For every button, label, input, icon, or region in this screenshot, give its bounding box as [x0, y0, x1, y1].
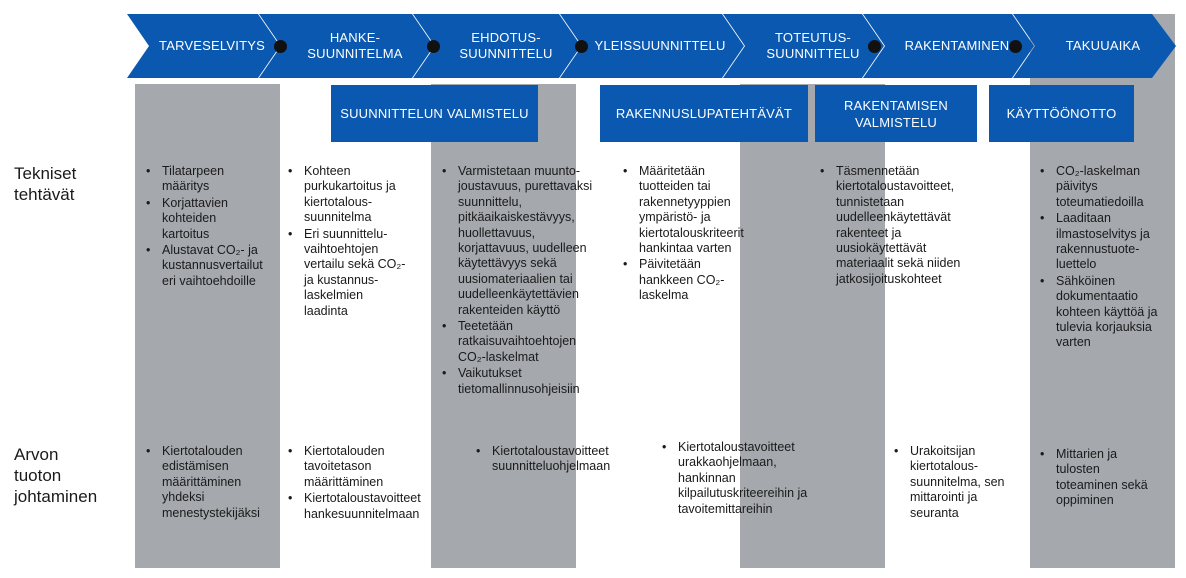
task-item: Alustavat CO₂- ja kustannusvertailut eri… — [146, 243, 278, 289]
task-list: Urakoitsijan kiertotalous- suunnitelma, … — [892, 444, 1022, 521]
value-cell-takuuaika: Mittarien ja tulosten toteaminen sekä op… — [1038, 447, 1174, 510]
task-list: Varmistetaan muunto- joustavuus, puretta… — [440, 164, 600, 397]
technical-cell-tarveselvitys: Tilatarpeen määritys Korjattavien kohtei… — [144, 164, 278, 290]
chevron-hankesuunnitelma — [259, 14, 434, 78]
value-cell-yleissuunnittelu: Kiertotaloustavoitteet urakkaohjelmaan, … — [660, 440, 830, 518]
task-list: Määritetään tuotteiden tai rakennetyyppi… — [621, 164, 771, 304]
task-item: Kiertotaloustavoitteet suunnitteluohjelm… — [476, 444, 634, 475]
task-item: Kiertotalouden edistämisen määrittäminen… — [146, 444, 278, 521]
task-item: Kiertotaloustavoitteet urakkaohjelmaan, … — [662, 440, 830, 517]
task-item: Mittarien ja tulosten toteaminen sekä op… — [1040, 447, 1174, 509]
task-item: Tilatarpeen määritys — [146, 164, 278, 195]
subphase-rakennuslupatehtavat: RAKENNUSLUPATEHTÄVÄT — [600, 85, 808, 142]
phase-label-hankesuunnitelma: HANKE- SUUNNITELMA — [307, 30, 403, 61]
technical-cell-hankesuunnitelma: Kohteen purkukartoitus ja kiertotalous- … — [286, 164, 428, 320]
phase-label-ehdotussuunnittelu: EHDOTUS- SUUNNITTELU — [459, 30, 553, 61]
task-list: Tilatarpeen määritys Korjattavien kohtei… — [144, 164, 278, 289]
chevron-takuuaika — [1013, 14, 1176, 78]
task-item: Urakoitsijan kiertotalous- suunnitelma, … — [894, 444, 1022, 521]
subphase-kayttoonotto: KÄYTTÖÖNOTTO — [989, 85, 1134, 142]
row-label-value: Arvon tuoton johtaminen — [14, 445, 98, 506]
task-item: Laaditaan ilmastoselvitys ja rakennustuo… — [1040, 211, 1178, 273]
task-item: Täsmennetään kiertotaloustavoitteet, tun… — [820, 164, 988, 287]
task-item: Kiertotalouden tavoitetason määrittämine… — [288, 444, 436, 490]
phase-boundary-dot — [868, 40, 881, 53]
chevron-toteutussuunnittelu — [723, 14, 884, 78]
value-cell-tarveselvitys: Kiertotalouden edistämisen määrittäminen… — [144, 444, 278, 522]
phase-boundary-dot — [575, 40, 588, 53]
phase-label-rakentaminen: RAKENTAMINEN — [904, 38, 1010, 53]
phase-label-takuuaika: TAKUUAIKA — [1065, 38, 1141, 53]
task-item: Korjattavien kohteiden kartoitus — [146, 196, 278, 242]
row-label-technical: Tekniset tehtävät — [14, 164, 77, 204]
technical-cell-toteutussuunnittelu: Täsmennetään kiertotaloustavoitteet, tun… — [818, 164, 988, 288]
phase-boundary-dot — [427, 40, 440, 53]
task-item: Eri suunnittelu- vaihtoehtojen vertailu … — [288, 227, 428, 319]
task-list: CO₂-laskelman päivitys toteumatiedoilla … — [1038, 164, 1178, 351]
subphase-rakentamisen-valmistelu: RAKENTAMISEN VALMISTELU — [815, 85, 977, 142]
task-item: Varmistetaan muunto- joustavuus, puretta… — [442, 164, 600, 318]
task-item: Teetetään ratkaisuvaihtoehtojen CO₂-lask… — [442, 319, 600, 365]
task-item: CO₂-laskelman päivitys toteumatiedoilla — [1040, 164, 1178, 210]
chevron-yleissuunnittelu — [560, 14, 744, 78]
task-item: Sähköinen dokumentaatio kohteen käyttöä … — [1040, 274, 1178, 351]
phase-label-toteutussuunnittelu: TOTEUTUS- SUUNNITTELU — [766, 30, 860, 61]
value-cell-hankesuunnitelma: Kiertotalouden tavoitetason määrittämine… — [286, 444, 436, 523]
technical-cell-yleissuunnittelu: Määritetään tuotteiden tai rakennetyyppi… — [621, 164, 771, 305]
task-list: Mittarien ja tulosten toteaminen sekä op… — [1038, 447, 1174, 509]
task-list: Kohteen purkukartoitus ja kiertotalous- … — [286, 164, 428, 319]
task-item: Kiertotaloustavoitteet hankesuunnitelmaa… — [288, 491, 436, 522]
value-cell-rakentaminen: Urakoitsijan kiertotalous- suunnitelma, … — [892, 444, 1022, 522]
task-list: Kiertotaloustavoitteet urakkaohjelmaan, … — [660, 440, 830, 517]
phase-chevron-bar — [127, 14, 1176, 78]
task-list: Täsmennetään kiertotaloustavoitteet, tun… — [818, 164, 988, 287]
task-item: Määritetään tuotteiden tai rakennetyyppi… — [623, 164, 771, 256]
task-list: Kiertotaloustavoitteet suunnitteluohjelm… — [474, 444, 634, 475]
technical-cell-takuuaika: CO₂-laskelman päivitys toteumatiedoilla … — [1038, 164, 1178, 352]
subphase-suunnittelun-valmistelu: SUUNNITTELUN VALMISTELU — [331, 85, 538, 142]
chevron-ehdotussuunnittelu — [413, 14, 581, 78]
task-item: Vaikutukset tietomallinnusohjeisiin — [442, 366, 600, 397]
value-cell-ehdotussuunnittelu: Kiertotaloustavoitteet suunnitteluohjelm… — [474, 444, 634, 476]
phase-boundary-dot — [274, 40, 287, 53]
technical-cell-ehdotussuunnittelu: Varmistetaan muunto- joustavuus, puretta… — [440, 164, 600, 398]
task-list: Kiertotalouden tavoitetason määrittämine… — [286, 444, 436, 522]
task-list: Kiertotalouden edistämisen määrittäminen… — [144, 444, 278, 521]
chevron-rakentaminen — [863, 14, 1034, 78]
task-item: Kohteen purkukartoitus ja kiertotalous- … — [288, 164, 428, 226]
phase-boundary-dot — [1009, 40, 1022, 53]
phase-label-yleissuunnittelu: YLEISSUUNNITTELU — [594, 38, 726, 53]
phase-label-tarveselvitys: TARVESELVITYS — [159, 38, 265, 53]
task-item: Päivitetään hankkeen CO₂- laskelma — [623, 257, 771, 303]
chevron-tarveselvitys — [127, 14, 280, 78]
